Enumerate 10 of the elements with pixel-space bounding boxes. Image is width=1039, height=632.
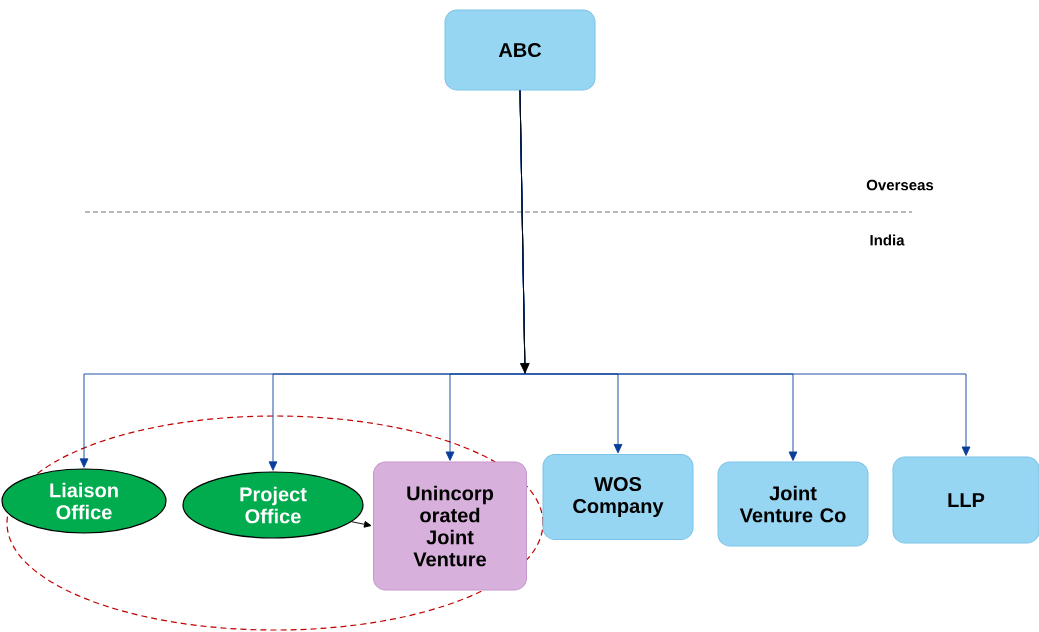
arrow (351, 521, 372, 528)
trunk-arrow (519, 90, 530, 374)
entity-box: LLP (892, 456, 1039, 544)
entity-box: WOS Company (542, 454, 694, 540)
entity-box: Unincorp orated Joint Venture (373, 461, 527, 591)
region-label: Overseas (866, 179, 934, 191)
entity-box: ABC (444, 9, 596, 91)
region-label: India (870, 234, 905, 246)
group-ellipse (6, 415, 544, 631)
entity-box: Joint Venture Co (717, 461, 869, 547)
